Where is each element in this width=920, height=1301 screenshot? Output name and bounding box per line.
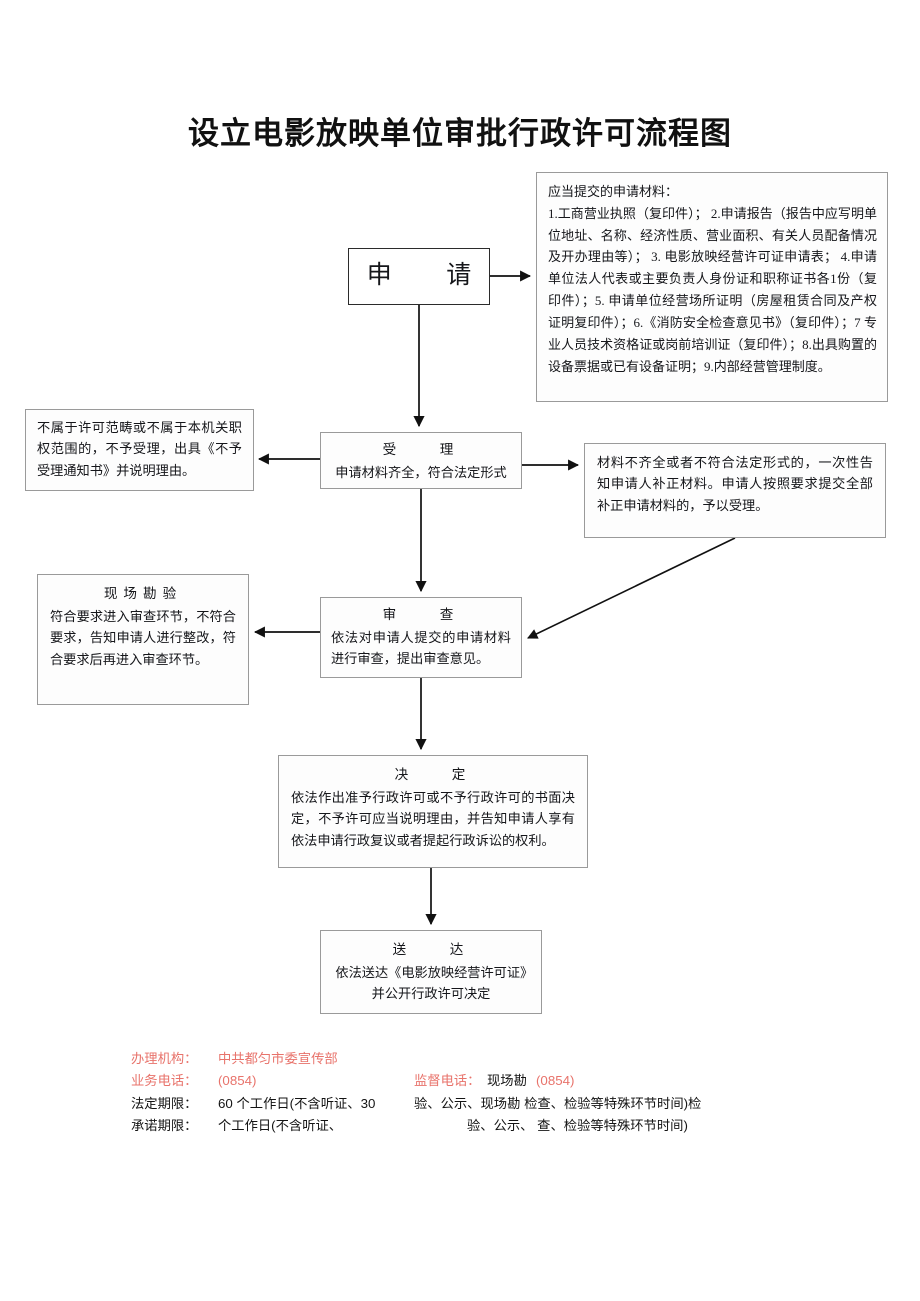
footer-row-promise: 承诺期限： 个工作日(不含听证、 验、公示、 查、检验等特殊环节时间): [0, 1115, 920, 1137]
node-apply[interactable]: 申 请: [348, 248, 490, 305]
footer-row-agency: 办理机构： 中共都匀市委宣传部: [0, 1048, 920, 1070]
node-site-survey-body: 符合要求进入审查环节，不符合要求，告知申请人进行整改，符合要求后再进入审查环节。: [50, 609, 236, 667]
supervise-phone-value: (0854): [536, 1073, 575, 1089]
node-acceptance-body: 申请材料齐全，符合法定形式: [335, 465, 507, 481]
footer-row-statutory: 法定期限： 60 个工作日(不含听证、30 验、公示、现场勘 检查、检验等特殊环…: [0, 1093, 920, 1115]
node-site-survey-header: 现场勘验: [103, 586, 183, 601]
agency-value: 中共都匀市委宣传部: [218, 1051, 338, 1066]
node-decision-header: 决 定: [394, 767, 472, 782]
node-review-header: 审 查: [382, 607, 460, 622]
footer-row-phones: 业务电话： (0854) 监督电话： 现场勘 (0854): [0, 1070, 920, 1092]
statutory-limit-value: 60 个工作日(不含听证、30: [218, 1095, 376, 1111]
node-required-materials-text: 应当提交的申请材料： 1.工商营业执照（复印件）； 2.申请报告（报告中应写明单…: [548, 184, 877, 374]
node-acceptance[interactable]: 受 理 申请材料齐全，符合法定形式: [320, 432, 522, 489]
node-decision-body: 依法作出准予行政许可或不予行政许可的书面决定，不予许可应当说明理由，并告知申请人…: [291, 790, 575, 848]
supervise-phone-mid: 现场勘: [487, 1073, 527, 1089]
node-required-materials[interactable]: 应当提交的申请材料： 1.工商营业执照（复印件）； 2.申请报告（报告中应写明单…: [536, 172, 888, 402]
node-acceptance-header: 受 理: [382, 442, 460, 457]
footer-info: 办理机构： 中共都匀市委宣传部 业务电话： (0854) 监督电话： 现场勘 (…: [0, 1048, 920, 1137]
promise-limit-label: 承诺期限：: [131, 1117, 198, 1133]
node-supplement-materials[interactable]: 材料不齐全或者不符合法定形式的，一次性告知申请人补正材料。申请人按照要求提交全部…: [584, 443, 886, 538]
arrow-supplement-to-review: [527, 537, 736, 639]
node-review-body: 依法对申请人提交的申请材料进行审查，提出审查意见。: [331, 630, 511, 667]
business-phone-value: (0854): [218, 1073, 257, 1089]
node-decision[interactable]: 决 定 依法作出准予行政许可或不予行政许可的书面决定，不予许可应当说明理由，并告…: [278, 755, 588, 868]
page-title: 设立电影放映单位审批行政许可流程图: [188, 116, 732, 151]
node-supplement-materials-body: 材料不齐全或者不符合法定形式的，一次性告知申请人补正材料。申请人按照要求提交全部…: [597, 455, 873, 513]
node-not-accepted-body: 不属于许可范畴或不属于本机关职权范围的，不予受理，出具《不予受理通知书》并说明理…: [37, 420, 242, 478]
node-delivery-header: 送 达: [392, 942, 470, 957]
business-phone-label: 业务电话：: [131, 1073, 198, 1089]
supervise-phone-label: 监督电话：: [414, 1073, 481, 1089]
node-review[interactable]: 审 查 依法对申请人提交的申请材料进行审查，提出审查意见。: [320, 597, 522, 678]
node-apply-header: 申 请: [366, 262, 486, 290]
promise-limit-tail: 验、公示、 查、检验等特殊环节时间): [467, 1117, 688, 1133]
statutory-limit-tail: 验、公示、现场勘 检查、检验等特殊环节时间)检: [414, 1095, 702, 1111]
node-delivery[interactable]: 送 达 依法送达《电影放映经营许可证》并公开行政许可决定: [320, 930, 542, 1014]
node-not-accepted[interactable]: 不属于许可范畴或不属于本机关职权范围的，不予受理，出具《不予受理通知书》并说明理…: [25, 409, 254, 491]
node-site-survey[interactable]: 现场勘验 符合要求进入审查环节，不符合要求，告知申请人进行整改，符合要求后再进入…: [37, 574, 249, 705]
promise-limit-value: 个工作日(不含听证、: [218, 1117, 343, 1133]
agency-label: 办理机构：: [131, 1051, 198, 1066]
statutory-limit-label: 法定期限：: [131, 1095, 198, 1111]
node-delivery-body: 依法送达《电影放映经营许可证》并公开行政许可决定: [335, 965, 527, 1002]
